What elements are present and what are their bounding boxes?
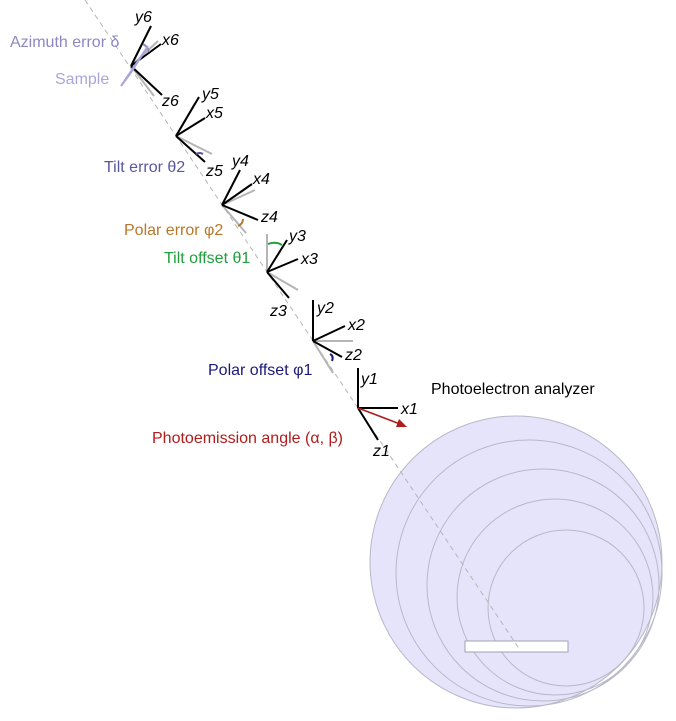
analyzer-ring-3 [456, 498, 654, 696]
y4-axis [221, 169, 241, 206]
analyzer-ring-1 [395, 439, 663, 707]
z6-ghost-axis [130, 65, 155, 97]
frame-3: y3 x3 z3 [266, 228, 318, 320]
x1-label: x1 [400, 401, 418, 418]
photoemission-vector [357, 407, 401, 425]
frame-1: y1 x1 z1 [357, 368, 418, 460]
analyzer-body [369, 415, 663, 709]
y6-axis [130, 25, 152, 67]
photoemission-angle-label: Photoemission angle (α, β) [152, 430, 343, 447]
x5-axis [175, 117, 206, 137]
tilt-error-arc [195, 152, 204, 155]
polar-error-arc [237, 218, 244, 227]
z1-axis [357, 407, 379, 441]
frame-2: y2 x2 z2 [312, 300, 365, 374]
frame-4: y4 x4 z4 [221, 153, 278, 234]
x2-axis [312, 325, 346, 342]
y1-label: y1 [360, 371, 378, 388]
analyzer-ring-2 [426, 468, 660, 702]
y3-label: y3 [288, 228, 306, 245]
x3-axis [266, 258, 299, 273]
z4-axis [221, 204, 259, 221]
analyzer-entrance-slit [464, 640, 569, 653]
x4-label: x4 [252, 171, 270, 188]
x6-label: x6 [161, 32, 179, 49]
x4-axis [221, 183, 253, 206]
analyzer-label: Photoelectron analyzer [431, 381, 595, 398]
y5-axis [175, 96, 200, 137]
z2-axis [312, 340, 343, 358]
z3-axis [266, 271, 290, 299]
chain-axis-line [84, 0, 521, 651]
z5-label: z5 [205, 163, 223, 180]
y3-axis [266, 239, 288, 273]
frame-5: y5 x5 z5 [175, 86, 223, 180]
photoelectron-analyzer [369, 415, 663, 709]
z5-ghost-axis [175, 135, 213, 155]
sample-label: Sample [55, 71, 109, 88]
z1-label: z1 [372, 443, 390, 460]
tilt-error-label: Tilt error θ2 [104, 159, 185, 176]
polar-offset-arc [329, 353, 334, 362]
x5-label: x5 [205, 105, 223, 122]
z5-axis [175, 135, 206, 163]
z4-label: z4 [260, 209, 278, 226]
z2-ghost-axis [312, 340, 334, 374]
sample-wedge [120, 45, 149, 87]
frame-6: y6 x6 z6 [120, 9, 179, 110]
polar-error-label: Polar error φ2 [124, 222, 223, 239]
z3-label: z3 [269, 303, 287, 320]
tilt-offset-label: Tilt offset θ1 [164, 250, 250, 267]
tilt-offset-arc [267, 241, 283, 246]
azimuth-error-label: Azimuth error δ [10, 34, 119, 51]
y5-label: y5 [201, 86, 219, 103]
z2-label: z2 [344, 347, 362, 364]
polar-offset-label: Polar offset φ1 [208, 362, 312, 379]
x2-label: x2 [347, 317, 365, 334]
y6-label: y6 [134, 9, 152, 26]
x4-ghost-axis [221, 189, 256, 206]
z4-ghost-axis [221, 204, 247, 234]
y4-label: y4 [231, 153, 249, 170]
z6-label: z6 [161, 93, 179, 110]
x3-label: x3 [300, 251, 318, 268]
z6-axis [130, 65, 163, 96]
y2-label: y2 [316, 300, 334, 317]
photoemission-arrowhead [396, 419, 407, 427]
z3-ghost-axis [266, 271, 299, 291]
analyzer-ring-4 [487, 529, 645, 687]
